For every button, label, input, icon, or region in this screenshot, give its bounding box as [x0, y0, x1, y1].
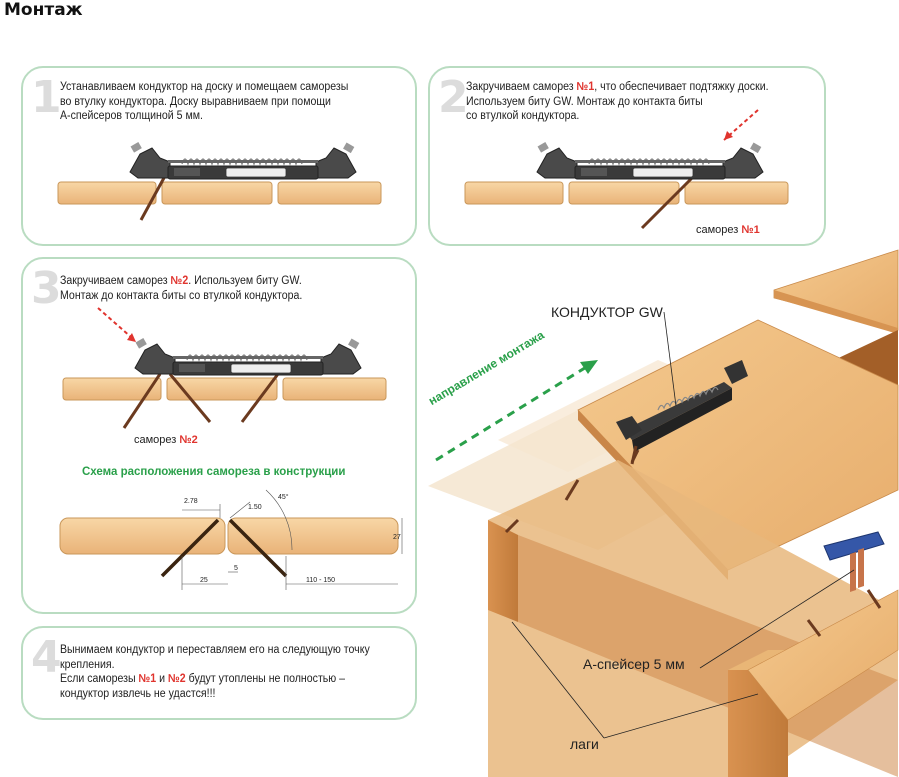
- conductor-tool: [129, 141, 357, 180]
- step-2-illustration: [464, 109, 789, 230]
- dim-d4: 5: [234, 565, 238, 572]
- dim-d1: 2.78: [184, 498, 198, 505]
- dim-d6: 27: [393, 534, 401, 541]
- screw-2-label: №2: [170, 275, 189, 287]
- step-1-number: 1: [31, 72, 62, 123]
- page-title: Монтаж: [4, 0, 83, 20]
- a-spacer: [823, 531, 885, 592]
- step-3-illustration: [62, 307, 387, 429]
- conductor-tool: [536, 141, 764, 180]
- step-4-line: Вынимаем кондуктор и переставляем его на…: [60, 644, 370, 656]
- conductor-label: КОНДУКТОР GW: [551, 304, 663, 320]
- screw-1-label: №1: [576, 81, 595, 93]
- step-2-line: Используем биту GW. Монтаж до контакта б…: [466, 95, 703, 108]
- conductor-tool: [134, 337, 362, 376]
- deck-illustration: [428, 249, 899, 777]
- step-2-line: , что обеспечивает подтяжку доски.: [594, 81, 769, 93]
- step-4-line: кондуктор извлечь не удастся!!!: [60, 687, 216, 700]
- screw-2-caption: саморез №2: [134, 434, 198, 446]
- screw-scheme-diagram: [59, 489, 403, 590]
- dim-d2: 1.50: [248, 504, 262, 511]
- step-1-illustration: [57, 141, 382, 221]
- step-2-line: со втулкой кондуктора.: [466, 110, 580, 122]
- step-1-text: Устанавливаем кондуктор на доску и помещ…: [60, 80, 348, 124]
- conductor-tool-3d: [616, 360, 748, 465]
- screw-1-caption: саморез №1: [696, 224, 760, 236]
- spacer-label: А-спейсер 5 мм: [583, 656, 685, 672]
- step-1-line: во втулку кондуктора. Доску выравниваем …: [60, 95, 331, 108]
- step-4-text: Вынимаем кондуктор и переставляем его на…: [60, 644, 370, 700]
- joists-label: лаги: [570, 736, 599, 752]
- step-1-line: А-спейсеров толщиной 5 мм.: [60, 110, 203, 122]
- step-1-panel: [21, 66, 417, 246]
- step-2-number: 2: [438, 72, 469, 123]
- step-4-line: крепления.: [60, 658, 115, 671]
- dim-d5: 110 - 150: [306, 577, 336, 584]
- step-3-number: 3: [31, 263, 62, 314]
- dim-d3: 25: [200, 577, 208, 584]
- step-4-panel: [21, 626, 417, 720]
- step-3-line: Монтаж до контакта биты со втулкой конду…: [60, 289, 303, 302]
- scheme-title: Схема расположения самореза в конструкци…: [82, 466, 346, 478]
- step-2-text: Закручиваем саморез №1, что обеспечивает…: [466, 80, 769, 124]
- step-4-number: 4: [31, 632, 62, 683]
- step-2-panel: [428, 66, 826, 246]
- dim-angle: 45°: [278, 494, 289, 501]
- step-2-line: Закручиваем саморез: [466, 81, 577, 93]
- step-1-line: Устанавливаем кондуктор на доску и помещ…: [60, 81, 349, 93]
- step-3-text: Закручиваем саморез №2. Используем биту …: [60, 275, 303, 302]
